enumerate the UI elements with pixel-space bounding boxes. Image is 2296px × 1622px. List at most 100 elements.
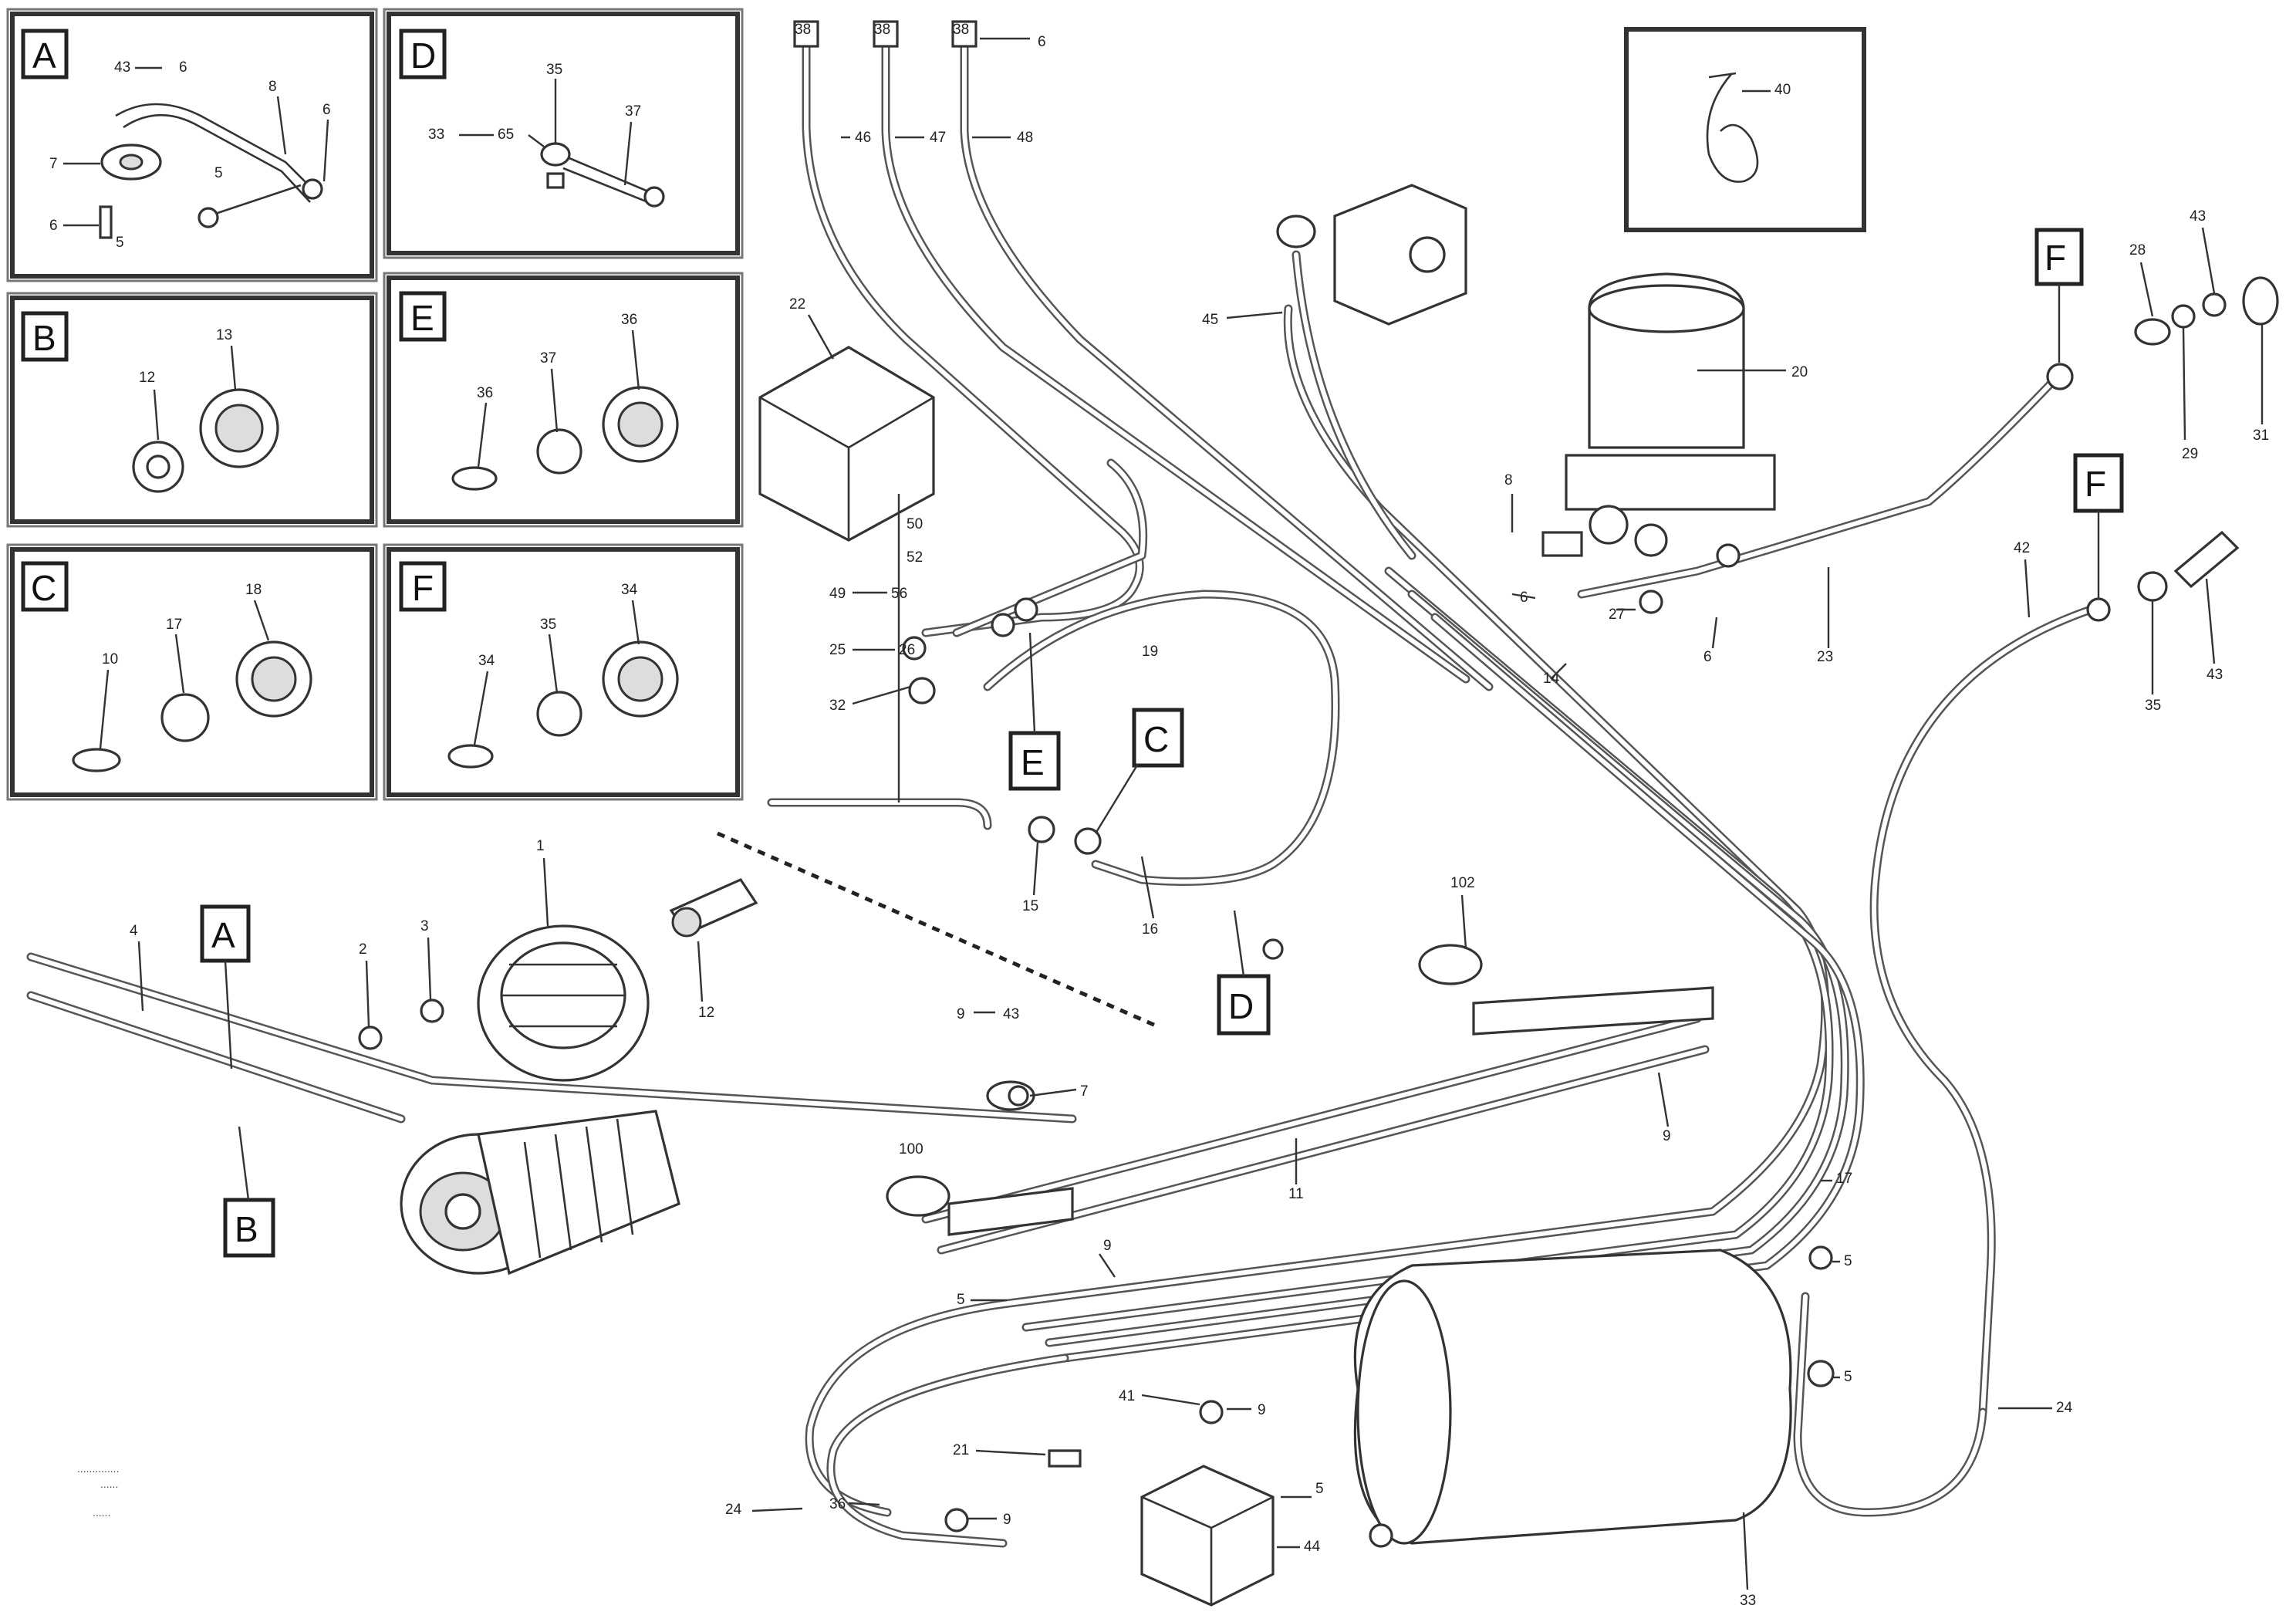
callout: 25 (829, 642, 846, 658)
callout: 8 (1504, 472, 1513, 488)
view-tag-e-letter: E (1021, 742, 1045, 782)
callout: 41 (1119, 1388, 1135, 1404)
callout: 3 (420, 918, 429, 934)
callout: 22 (789, 296, 805, 313)
detail-view-f: F 34 35 34 (383, 543, 744, 801)
view-tag-a: A (200, 904, 251, 1070)
callout: 5 (1315, 1481, 1324, 1497)
callout: 52 (907, 549, 923, 566)
callout: 23 (1817, 649, 1833, 665)
callout: 36 (829, 1496, 846, 1512)
callout: 24 (725, 1502, 742, 1518)
callout: 12 (698, 1005, 714, 1021)
detail-c-letter: C (31, 568, 56, 608)
component-56-box (1140, 1465, 1275, 1607)
view-tag-a-letter: A (211, 915, 235, 955)
callout: 43 (114, 59, 130, 76)
footer-line-2: ...... (100, 1478, 118, 1490)
small-fittings (358, 543, 1835, 1548)
callout: 5 (1844, 1253, 1852, 1269)
callout: 36 (477, 385, 493, 401)
callout: 44 (1304, 1539, 1321, 1555)
view-tag-f-lower: F (2073, 453, 2124, 598)
callout: 32 (829, 698, 846, 714)
callout: 35 (546, 62, 562, 78)
view-tag-d-letter: D (1228, 986, 1254, 1026)
coupling-upper-right (2046, 276, 2279, 390)
callout: 6 (1703, 649, 1712, 665)
callout: 20 (1791, 364, 1808, 380)
callout: 7 (1080, 1083, 1089, 1100)
callout: 49 (829, 586, 846, 602)
callout: 45 (1202, 312, 1218, 328)
air-dryer (1541, 272, 1776, 557)
footer-line-3: ...... (93, 1506, 110, 1519)
callout: 12 (139, 370, 155, 386)
detail-view-e: E 36 37 36 (383, 272, 744, 528)
drawing-footer: .............. ...... ...... (77, 1462, 119, 1519)
callout: 50 (907, 516, 923, 532)
callout: 19 (1142, 644, 1158, 660)
callout: 48 (1017, 130, 1033, 146)
callout: 6 (179, 59, 187, 76)
detail-d-letter: D (410, 35, 436, 76)
callout: 17 (1836, 1171, 1852, 1187)
view-tag-f-upper: F (2034, 228, 2084, 363)
air-tank (1353, 1249, 1792, 1545)
reference-dashed-line (716, 831, 1159, 1029)
callout: 15 (1022, 898, 1038, 914)
callout: 27 (1609, 607, 1625, 623)
callout: 37 (625, 103, 641, 120)
view-tag-c: C (1094, 708, 1184, 834)
callout: 6 (1520, 590, 1528, 606)
callout: 6 (49, 218, 58, 234)
view-tag-f-lower-letter: F (2085, 464, 2106, 504)
callout: 9 (1258, 1402, 1266, 1418)
hose-bundle (26, 30, 2095, 1548)
callout: 24 (2056, 1400, 2073, 1416)
callout: 6 (322, 102, 331, 118)
callout: 9 (1003, 1512, 1011, 1528)
callout: 1 (536, 838, 545, 854)
callout: 65 (498, 127, 514, 143)
callout: 36 (621, 312, 637, 328)
detail-view-c: C 10 17 18 (6, 543, 378, 801)
callout: 38 (874, 22, 890, 38)
component-22-box (758, 346, 935, 542)
callout: 5 (957, 1292, 965, 1308)
detail-b-letter: B (32, 318, 56, 358)
callout: 35 (2145, 698, 2161, 714)
callout: 31 (2253, 427, 2269, 444)
view-tag-b-letter: B (235, 1209, 258, 1249)
footer-line-1: .............. (77, 1462, 119, 1475)
callout: 5 (116, 235, 124, 251)
callout: 6 (1038, 34, 1046, 50)
component-45-box (1276, 184, 1467, 326)
callout: 34 (621, 582, 638, 598)
callouts-main: 38 38 38 6 46 47 48 22 45 20 8 6 27 6 23… (130, 20, 2269, 1609)
callout: 4 (130, 923, 138, 939)
detail-a-letter: A (32, 35, 56, 76)
callout: 43 (2207, 667, 2223, 683)
callout: 18 (245, 582, 262, 598)
view-tag-c-letter: C (1143, 719, 1169, 759)
callout: 33 (428, 127, 444, 143)
callout: 10 (102, 651, 118, 667)
callout: 47 (930, 130, 946, 146)
callout: 35 (540, 617, 556, 633)
detail-view-d: D 35 33 65 37 (383, 8, 744, 259)
callout: 9 (957, 1006, 965, 1022)
callout: 46 (855, 130, 871, 146)
callout: 9 (1103, 1238, 1112, 1254)
callout: 5 (1844, 1369, 1852, 1385)
callout: 33 (1740, 1593, 1756, 1609)
coupling-lower-right (2086, 530, 2240, 622)
callout: 100 (899, 1141, 923, 1157)
air-compressor (400, 924, 680, 1276)
callout: 17 (166, 617, 182, 633)
callout: 38 (953, 22, 969, 38)
view-tag-e: E (1008, 632, 1061, 791)
callout: 21 (953, 1442, 969, 1458)
inset-panel: 40 (1624, 27, 1866, 232)
callout: 26 (899, 642, 915, 658)
